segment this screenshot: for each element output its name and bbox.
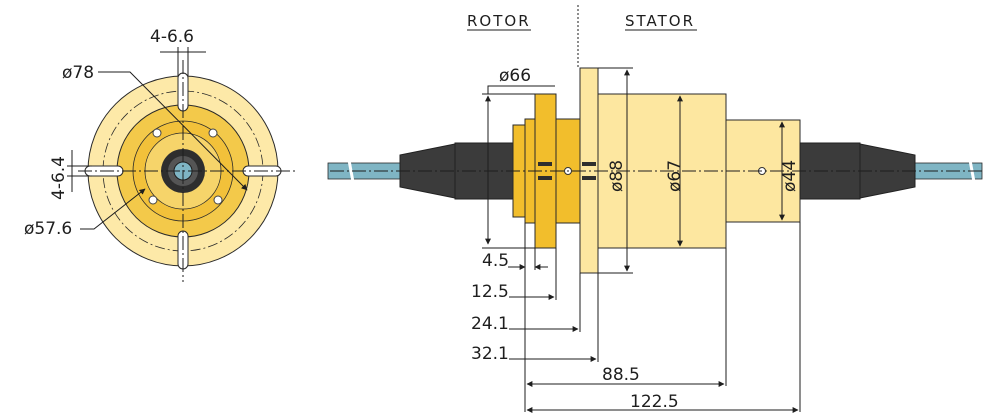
leader-dia-66 [487,85,555,94]
dim-dia-44: ø44 [780,160,800,192]
screw-hole [152,128,162,138]
dim-len-88-5: 88.5 [602,365,640,385]
dim-len-122-5: 122.5 [630,392,679,412]
dim-slot-side: 4-6.4 [49,156,69,200]
dim-len-4-5: 4.5 [482,251,509,271]
dim-len-32-1: 32.1 [471,344,509,364]
dim-len-12-5: 12.5 [471,282,509,302]
rotor-label: ROTOR [467,12,531,30]
slip-gap-mark [582,176,596,180]
screw-hole [148,195,158,205]
dim-slot-top: 4-6.6 [150,27,194,47]
dim-dia-57-6: ø57.6 [24,219,72,239]
dim-dia-88: ø88 [607,160,627,192]
dim-dia-66: ø66 [499,66,531,86]
screw-hole [213,195,223,205]
dim-dia-67: ø67 [665,160,685,192]
stator-label: STATOR [625,12,695,30]
slip-gap-mark [538,162,552,166]
leader-dia-78 [98,71,248,191]
dim-dia-78: ø78 [62,63,94,83]
side-view: ROTOR STATOR ø66 [327,5,985,413]
wire-break-left [347,159,355,183]
dim-len-24-1: 24.1 [471,314,509,334]
front-view: ø78 4-6.6 4-6.4 ø57.6 [24,27,298,282]
slip-gap-mark [582,162,596,166]
slip-gap-mark [538,176,552,180]
screw-hole [208,128,218,138]
leader-dia-57-6 [80,188,146,230]
